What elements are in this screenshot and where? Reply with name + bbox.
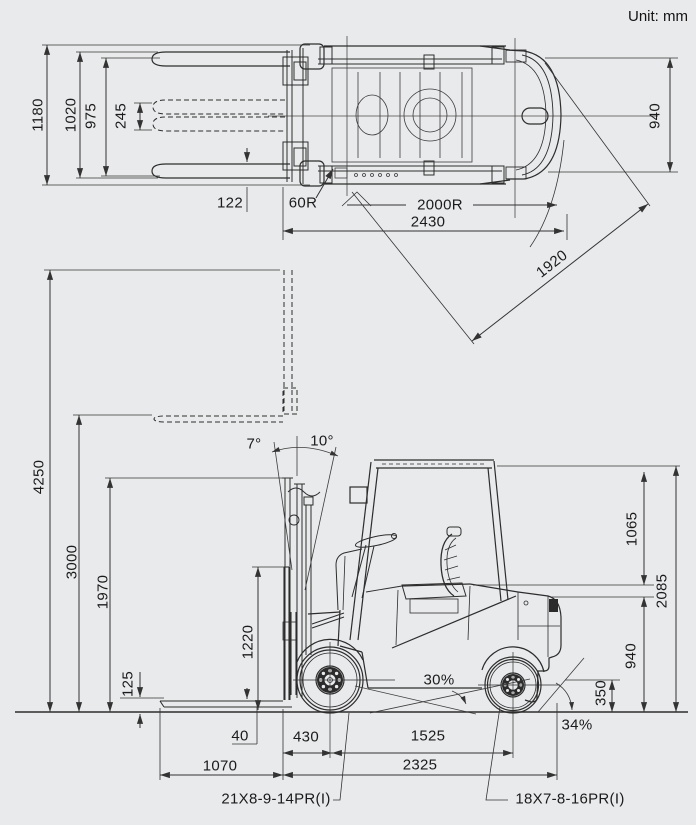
front-tire-spec: 21X8-9-14PR(I) xyxy=(221,790,331,808)
dim-tilt-forward: 7° xyxy=(246,435,262,453)
dim-fork-spread-max: 975 xyxy=(82,103,100,129)
raised-mast-dashed xyxy=(153,270,298,423)
dim-fork-carriage-width: 1020 xyxy=(62,97,80,133)
dim-gradeability-rear: 34% xyxy=(561,716,593,734)
dim-counterweight-height: 940 xyxy=(622,643,640,669)
dim-backrest-height: 1220 xyxy=(239,624,257,660)
dim-mast-lowered-height: 1970 xyxy=(94,574,112,610)
dim-fork-length: 1070 xyxy=(202,757,238,775)
dim-rear-step-height: 350 xyxy=(592,680,610,706)
dim-wheelbase: 1525 xyxy=(410,727,446,745)
dim-fork-spread-min: 245 xyxy=(112,103,130,129)
dim-outer-turning-radius: 2000R xyxy=(417,196,463,214)
dim-overall-height: 2085 xyxy=(653,573,671,609)
dim-length-to-fork-face: 2430 xyxy=(410,213,446,231)
dim-lift-height: 3000 xyxy=(63,544,81,580)
overhead-guard xyxy=(349,459,509,641)
dim-body-width: 940 xyxy=(646,103,664,129)
dim-fork-face-to-axle: 430 xyxy=(293,728,319,746)
dim-fork-edge-offset: 122 xyxy=(217,194,243,212)
seat-and-steering xyxy=(335,526,467,614)
counterweight-side-view xyxy=(517,591,562,703)
top-view-drawing xyxy=(42,36,678,345)
front-wheel xyxy=(293,642,395,758)
dim-gradeability-front: 30% xyxy=(423,671,455,689)
fork-and-backrest xyxy=(159,566,298,708)
side-view-dimensions xyxy=(44,269,680,801)
dim-inner-turning-radius: 60R xyxy=(288,194,318,212)
dim-overall-width: 1180 xyxy=(29,98,47,132)
dim-length-to-counterweight: 2325 xyxy=(402,756,438,774)
dim-tilt-backward: 10° xyxy=(310,432,334,450)
rear-tire-spec: 18X7-8-16PR(I) xyxy=(515,790,625,808)
rear-wheel xyxy=(478,652,560,758)
engine-bay-top-view xyxy=(331,67,473,179)
unit-label: Unit: mm xyxy=(628,8,688,25)
dim-lowered-fork-height: 125 xyxy=(119,671,137,697)
counterweight-top-view xyxy=(505,49,562,180)
tilt-lines xyxy=(271,436,339,591)
gradeability-lines xyxy=(354,657,585,715)
dim-fork-thickness: 40 xyxy=(231,727,249,745)
dim-max-lift-top-height: 4250 xyxy=(30,459,48,495)
forks-top-view xyxy=(151,51,290,179)
dim-guard-height: 1065 xyxy=(623,511,641,547)
side-view-drawing xyxy=(15,269,688,801)
